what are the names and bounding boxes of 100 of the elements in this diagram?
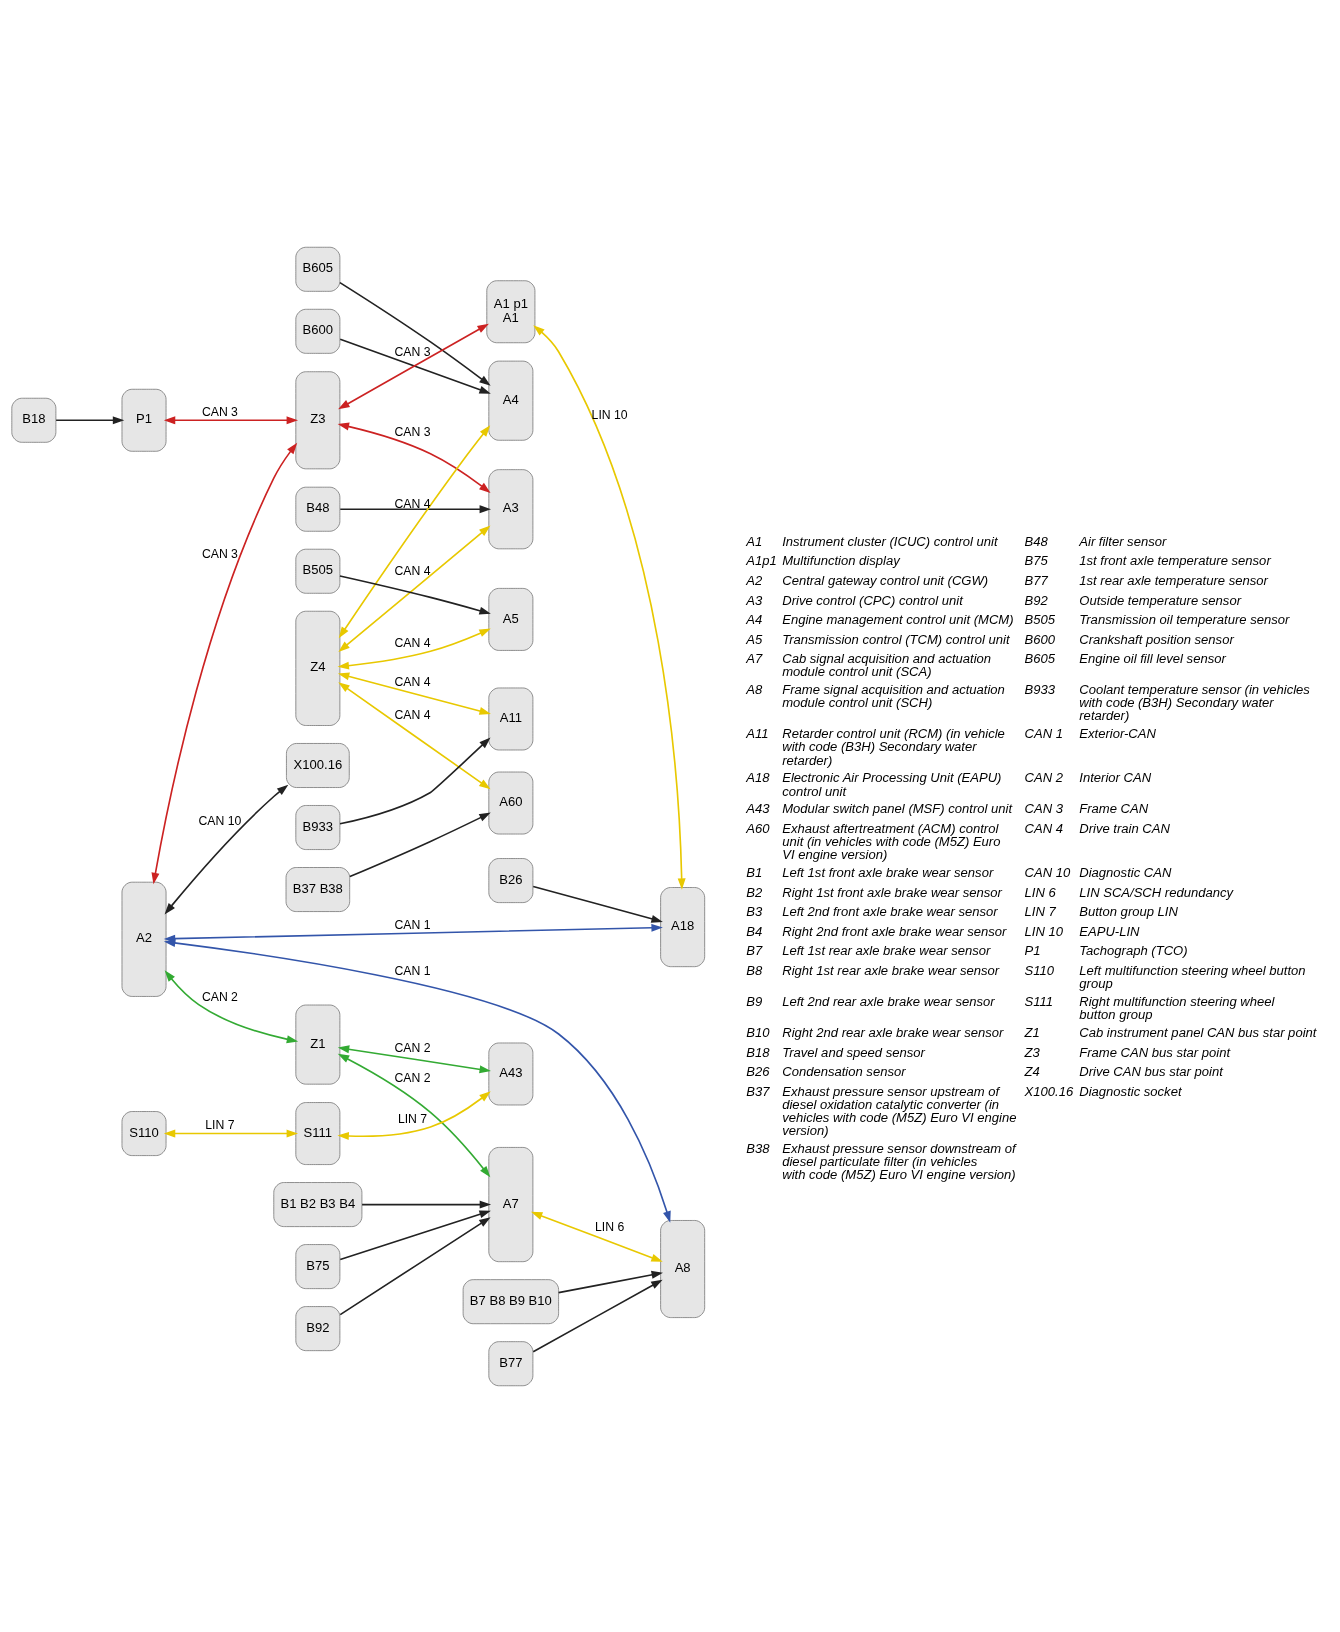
- arrow: [339, 1216, 491, 1315]
- label: Frame signal acquisition and actuation module control unit (SCH): [782, 681, 1005, 710]
- label: B92: [1024, 592, 1048, 608]
- node-box: B605: [295, 246, 341, 292]
- edge-label: CAN 3: [394, 424, 431, 439]
- label: Frame CAN bus star point: [1079, 1044, 1231, 1060]
- label: A2: [746, 572, 763, 588]
- label: A11: [746, 725, 769, 741]
- edge-label: CAN 2: [201, 989, 238, 1004]
- edge-label: LIN 10: [591, 407, 628, 422]
- node-box: A18: [660, 886, 706, 967]
- arrow: [55, 415, 125, 424]
- label: Z1: [1024, 1024, 1040, 1040]
- label: B3: [746, 903, 763, 919]
- arrow: [339, 337, 491, 394]
- label: A5: [746, 631, 763, 647]
- label: Drive train CAN: [1079, 820, 1170, 836]
- node-box: S110: [121, 1110, 167, 1156]
- arrow: [339, 504, 491, 513]
- arrow: [532, 885, 663, 923]
- node-box: A2: [121, 881, 167, 997]
- node-box: B7 B8 B9 B10: [462, 1278, 559, 1324]
- label: LIN 6: [1024, 884, 1056, 900]
- edge-label: CAN 4: [394, 496, 431, 511]
- label: Multifunction display: [782, 552, 900, 568]
- node-box: B505: [295, 548, 341, 594]
- label: B933: [1024, 681, 1056, 697]
- label: Left 2nd rear axle brake wear sensor: [782, 993, 995, 1009]
- edge-label: LIN 6: [594, 1219, 625, 1234]
- arrow: [338, 681, 491, 789]
- label: Exhaust aftertreatment (ACM) control unit (in vehicles with code (M5Z) Euro VI engine version): [782, 820, 1001, 862]
- label: Crankshaft position sensor: [1079, 631, 1234, 647]
- label: Z3: [1024, 1044, 1040, 1060]
- node-box: A3: [488, 468, 534, 549]
- node-box: B26: [488, 857, 534, 903]
- arrow: [337, 1090, 491, 1140]
- node-box: A60: [488, 771, 534, 834]
- label: Condensation sensor: [782, 1063, 906, 1079]
- label: Coolant temperature sensor (in vehicles with code (B3H) Secondary water retarder): [1079, 681, 1310, 723]
- node-box: A11: [488, 687, 534, 750]
- node-box: B48: [295, 486, 341, 532]
- label: CAN 10: [1024, 864, 1071, 880]
- edge-label: CAN 4: [394, 635, 431, 650]
- label: Diagnostic socket: [1079, 1083, 1182, 1099]
- label: Air filter sensor: [1079, 533, 1167, 549]
- edge-label: CAN 4: [394, 563, 431, 578]
- arrow: [337, 1053, 491, 1177]
- label: CAN 4: [1024, 820, 1064, 836]
- label: Button group LIN: [1079, 903, 1178, 919]
- edge-label: CAN 3: [201, 546, 238, 561]
- node-box: B37 B38: [285, 866, 351, 912]
- node-box: B933: [295, 804, 341, 850]
- node-box: Z4: [295, 610, 341, 726]
- label: Right 1st rear axle brake wear sensor: [782, 962, 1000, 978]
- label: Cab instrument panel CAN bus star point: [1079, 1024, 1317, 1040]
- arrow: [337, 672, 491, 715]
- arrow: [337, 422, 491, 493]
- label: B10: [746, 1024, 770, 1040]
- label: Left 1st front axle brake wear sensor: [782, 864, 994, 880]
- edge-label: CAN 4: [394, 674, 431, 689]
- label: Transmission control (TCM) control unit: [782, 631, 1010, 647]
- label: Central gateway control unit (CGW): [782, 572, 989, 588]
- arrow: [361, 1200, 492, 1209]
- node-box: P1: [121, 388, 167, 452]
- label: Instrument cluster (ICUC) control unit: [782, 533, 998, 549]
- label: CAN 1: [1024, 725, 1064, 741]
- label: Exhaust pressure sensor downstream of diesel particulate filter (in vehicles with code (M5Z) Euro VI engine version): [782, 1140, 1016, 1182]
- label: Right 2nd front axle brake wear sensor: [782, 923, 1007, 939]
- label: Interior CAN: [1079, 769, 1152, 785]
- label: Engine oil fill level sensor: [1079, 650, 1226, 666]
- label: Z4: [1024, 1063, 1040, 1079]
- label: Drive CAN bus star point: [1079, 1063, 1223, 1079]
- label: P1: [1024, 942, 1041, 958]
- label: Frame CAN: [1079, 800, 1149, 816]
- label: Retarder control unit (RCM) (in vehicle with code (B3H) Secondary water retarder): [782, 725, 1005, 768]
- label: A7: [746, 650, 763, 666]
- node-box: A7: [488, 1146, 534, 1262]
- edge-label: CAN 2: [394, 1040, 431, 1055]
- label: A60: [746, 820, 770, 836]
- label: A1p1: [746, 552, 777, 568]
- label: Electronic Air Processing Unit (EAPU) control unit: [782, 769, 1002, 799]
- label: B605: [1024, 650, 1056, 666]
- label: LIN 7: [1024, 903, 1056, 919]
- arrow: [151, 442, 298, 884]
- label: Left multifunction steering wheel button group: [1079, 962, 1306, 991]
- node-box: A4: [488, 360, 534, 441]
- node-box: Z1: [295, 1004, 341, 1085]
- label: B48: [1024, 533, 1048, 549]
- label: 1st front axle temperature sensor: [1079, 552, 1271, 568]
- node-box: A43: [488, 1042, 534, 1105]
- label: A43: [746, 800, 770, 816]
- label: A8: [746, 681, 763, 697]
- edge-label: CAN 10: [198, 813, 242, 828]
- node-box: B600: [295, 308, 341, 354]
- label: Drive control (CPC) control unit: [782, 592, 963, 608]
- arrow: [349, 812, 491, 877]
- edge-label: LIN 7: [397, 1111, 428, 1126]
- node-box: B1 B2 B3 B4: [273, 1181, 363, 1227]
- label: B505: [1024, 611, 1056, 627]
- label: B2: [746, 884, 763, 900]
